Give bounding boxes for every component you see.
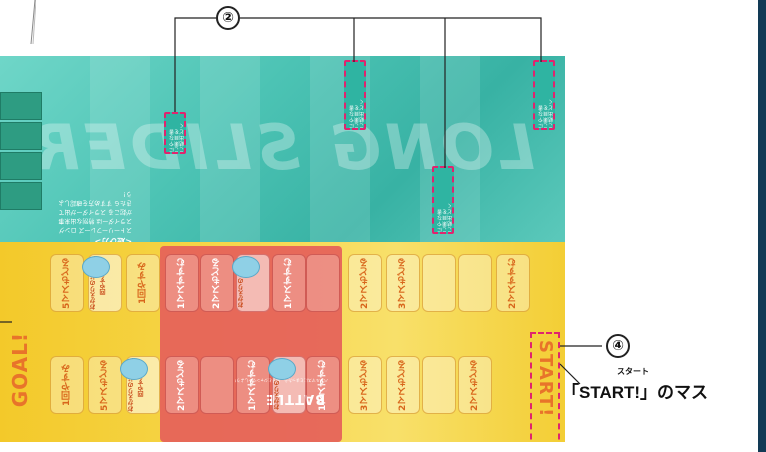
start-cell: START! [530,332,560,442]
board-cell: 3マスもどる [386,254,420,312]
pencil-icon [30,0,36,44]
result-slot: ここに結果や 出目などを書く [344,60,366,130]
board-cell [200,356,234,414]
slider-tab [0,122,42,150]
board-cell [306,254,340,312]
result-slot: ここに結果や 出目などを書く [533,60,555,130]
board-cell: 2マスもどる [200,254,234,312]
board-cell: 2マスすすむ [496,254,530,312]
bubble-icon [268,358,296,380]
board-cell [422,254,456,312]
start-square-label: 「START!」のマス [562,383,709,402]
board-cell: 2マスもどる [386,356,420,414]
bubble-icon [120,358,148,380]
board-cell: 5マスもどる [88,356,122,414]
board-cell: 1マスすすむ [236,356,270,414]
long-slider-area: LONG SLIDER <遊び方> ストーリーフレーズ ロングスライダーは 特別… [0,56,565,246]
callout-4: ④ [606,334,630,358]
bubble-icon [82,256,110,278]
board-cell [422,356,456,414]
slider-tab [0,152,42,180]
board-cell: 3マスもどる [348,356,382,414]
page-frame-edge [758,0,766,452]
result-slot: ここに結果や 出目などを書く [164,112,186,154]
game-board: LONG SLIDER <遊び方> ストーリーフレーズ ロングスライダーは 特別… [0,56,565,442]
board-cell: 1マスすすむ [306,356,340,414]
board-cell: 2マスもどる [348,254,382,312]
board-cell: 5マスもどる [50,254,84,312]
board-cell: 1マスすすむ [165,254,199,312]
board-cell: 1マスすすむ [272,254,306,312]
slider-tab [0,182,42,210]
callout-2: ② [216,6,240,30]
board-cell [458,254,492,312]
board-cell: 1回やすみ [126,254,160,312]
result-slot: ここに結果や 出目などを書く [432,166,454,234]
board-cell: 1回やすみ [50,356,84,414]
board-cell: 2マスもどる [458,356,492,414]
bubble-icon [232,256,260,278]
start-ruby: スタート [617,367,649,376]
board-cell: 2マスもどる [165,356,199,414]
slider-tab [0,92,42,120]
